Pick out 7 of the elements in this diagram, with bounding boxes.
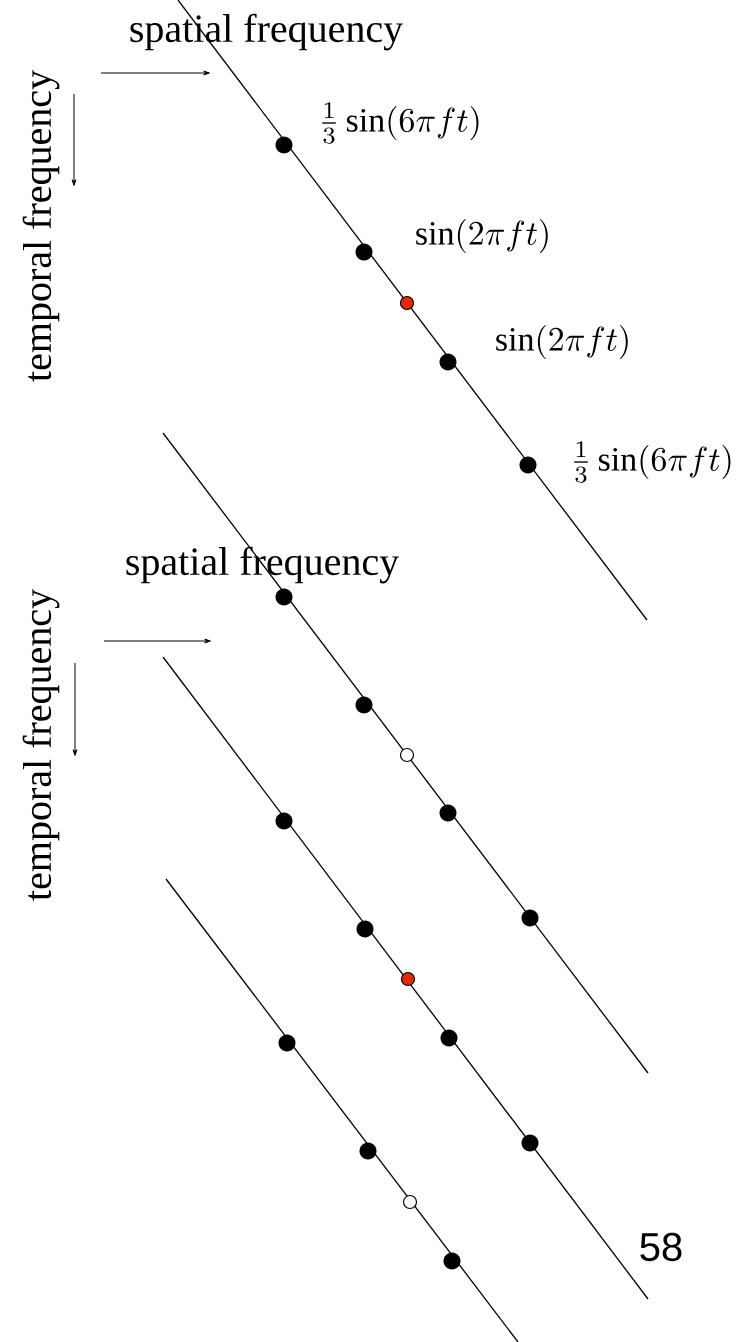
- formula-label: $\frac{1}{3}\sin(6\pi f t)$: [574, 441, 731, 483]
- axis-label: temporal frequency: [22, 70, 60, 382]
- formula-label: $\frac{1}{3}\sin(6\pi f t)$: [322, 102, 479, 144]
- formula-label: $\sin(2\pi f t)$: [496, 325, 628, 359]
- axis-label: temporal frequency: [22, 589, 60, 901]
- page-number: 58: [640, 1232, 682, 1262]
- formula-label: $\sin(2\pi f t)$: [416, 219, 548, 253]
